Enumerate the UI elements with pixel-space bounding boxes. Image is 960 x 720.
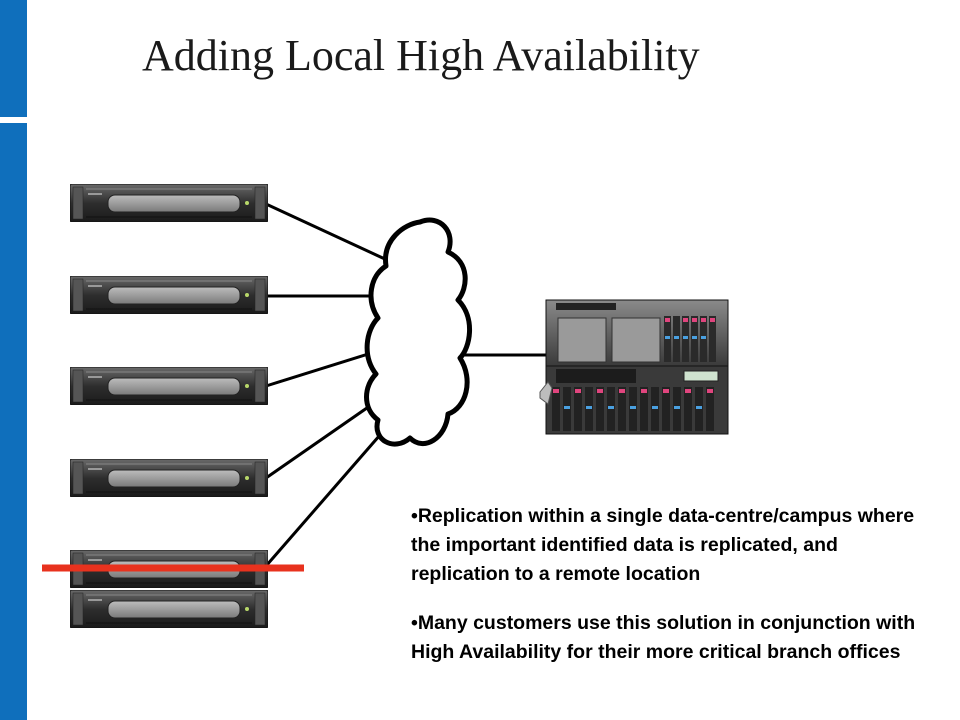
- rack-server-icon: [70, 459, 268, 497]
- bullet-item: •Many customers use this solution in con…: [411, 612, 916, 663]
- network-cloud-icon: [364, 217, 473, 447]
- link-server-1: [265, 202, 401, 268]
- rack-server-icon: [70, 184, 268, 222]
- rack-server-icon: [70, 590, 268, 628]
- bullet-list: •Replication within a single data-centre…: [411, 502, 941, 687]
- bullet-item: •Replication within a single data-centre…: [411, 505, 915, 585]
- left-accent-bar-top: [0, 0, 27, 117]
- slide-title: Adding Local High Availability: [142, 31, 700, 80]
- left-accent-bar-bottom: [0, 123, 27, 720]
- storage-array-icon: [539, 299, 729, 435]
- rack-server-icon: [70, 367, 268, 405]
- rack-server-icon: [70, 276, 268, 314]
- link-server-5: [264, 411, 402, 567]
